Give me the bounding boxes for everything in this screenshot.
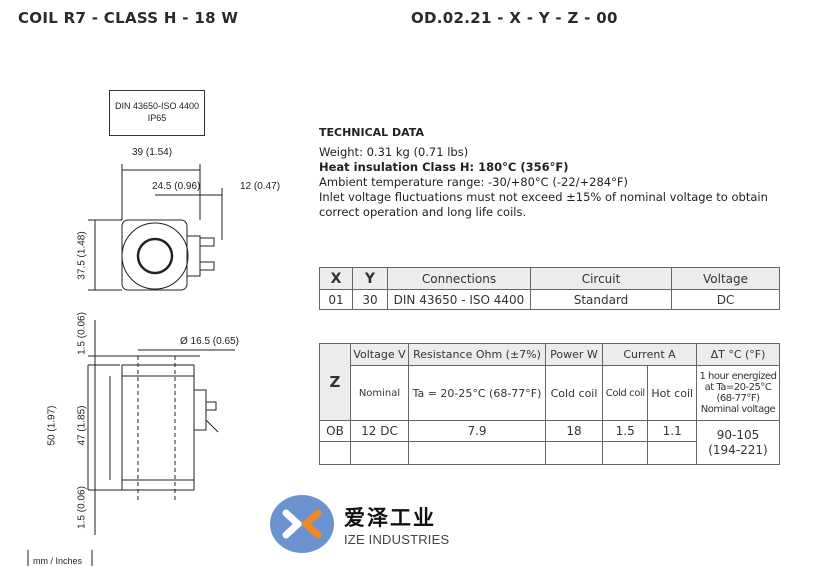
side-terminal: [205, 401, 217, 411]
dim-245-label: 24.5 (0.96): [152, 181, 201, 192]
dim-15-top-label: 1.5 (0.06): [76, 312, 88, 355]
table-row: 01 30 DIN 43650 - ISO 4400 Standard DC: [319, 289, 780, 310]
col-voltage-header: Voltage V: [350, 343, 409, 366]
sub-nominal: Nominal: [350, 365, 409, 421]
weight-text: Weight: 0.31 kg (0.71 lbs): [319, 145, 469, 159]
inlet-text-2: correct operation and long life coils.: [319, 205, 527, 219]
cell-current-hot: 1.1: [647, 420, 697, 442]
coil-outer-ring: [121, 222, 189, 290]
empty-cell: [647, 441, 697, 465]
sub-current-cold-coil: Cold coil: [601, 365, 649, 421]
cell-dt-c: 90-105: [716, 427, 760, 442]
empty-cell: [408, 441, 546, 465]
terminal-1: [199, 237, 215, 247]
col-y-header: Y: [352, 267, 388, 290]
connection-table: X Y Connections Circuit Voltage 01 30 DI…: [319, 267, 780, 310]
cell-voltage: DC: [671, 289, 780, 310]
dim-165-label: Ø 16.5 (0.65): [180, 336, 239, 347]
cell-voltage: 12 DC: [350, 420, 409, 442]
col-resistance-header: Resistance Ohm (±7%): [408, 343, 546, 366]
sub-dt-line: 1 hour energized: [699, 371, 777, 382]
cell-y: 30: [352, 289, 388, 310]
sub-dt-line: Nominal voltage: [700, 404, 776, 415]
coil-bore: [136, 237, 174, 275]
sub-dt-line: (68-77°F): [716, 393, 760, 404]
empty-cell: [350, 441, 409, 465]
insulation-text: Heat insulation Class H: 180°C (356°F): [319, 160, 569, 174]
table-subheader-row: Nominal Ta = 20-25°C (68-77°F) Cold coil…: [320, 365, 780, 421]
cell-dt: 90-105 (194-221): [696, 420, 780, 465]
col-connections-header: Connections: [387, 267, 531, 290]
col-x-header: X: [319, 267, 353, 290]
connector-block: [186, 235, 201, 277]
protection-rating-label: IP65: [147, 113, 167, 123]
table-header-row: X Y Connections Circuit Voltage: [319, 267, 780, 290]
sub-power-cold-coil: Cold coil: [545, 365, 603, 421]
col-voltage-header: Voltage: [671, 267, 780, 290]
connector-standard-label: DIN 43650-ISO 4400: [114, 101, 200, 111]
terminal-2: [199, 261, 215, 271]
brand-name-cn: 爱泽工业: [344, 506, 436, 530]
sub-ta: Ta = 20-25°C (68-77°F): [408, 365, 546, 421]
inlet-text-1: Inlet voltage fluctuations must not exce…: [319, 190, 768, 204]
ambient-text: Ambient temperature range: -30/+80°C (-2…: [319, 175, 628, 189]
cell-current-cold: 1.5: [601, 420, 649, 442]
ize-logo-icon: [270, 495, 334, 553]
units-label: mm / Inches: [33, 556, 83, 566]
brand-name-en: IZE INDUSTRIES: [344, 532, 450, 547]
cell-connections: DIN 43650 - ISO 4400: [387, 289, 531, 310]
dim-39-label: 39 (1.54): [132, 147, 173, 158]
sub-current-hot-coil: Hot coil: [647, 365, 697, 421]
col-dt-header: ΔT °C (°F): [696, 343, 780, 366]
dim-12-label: 12 (0.47): [240, 181, 281, 192]
col-power-header: Power W: [545, 343, 603, 366]
dim-15-bottom-label: 1.5 (0.06): [76, 486, 88, 529]
table-row-empty: [319, 441, 780, 465]
table-row: OB 12 DC 7.9 18 1.5 1.1 90-105 (194-221): [319, 420, 780, 465]
technical-data-title: TECHNICAL DATA: [319, 126, 424, 139]
electrical-table: Z Voltage V Resistance Ohm (±7%) Power W…: [319, 343, 780, 465]
side-terminal-pin: [205, 419, 219, 433]
cell-code: OB: [319, 420, 351, 442]
cell-dt-f: (194-221): [708, 442, 768, 457]
connector-label-box: DIN 43650-ISO 4400 IP65: [109, 90, 205, 136]
technical-data-section: TECHNICAL DATA Weight: 0.31 kg (0.71 lbs…: [319, 126, 799, 220]
cell-x: 01: [319, 289, 353, 310]
sub-dt-conditions: 1 hour energized at Ta=20-25°C (68-77°F)…: [696, 365, 780, 421]
col-circuit-header: Circuit: [530, 267, 672, 290]
z-label: Z: [319, 343, 351, 421]
empty-cell: [319, 441, 351, 465]
dim-375-label: 37.5 (1.48): [76, 231, 88, 280]
dim-47-label: 47 (1.85): [76, 405, 88, 446]
table-header-row: Z Voltage V Resistance Ohm (±7%) Power W…: [319, 343, 780, 421]
sub-dt-line: at Ta=20-25°C: [704, 382, 772, 393]
coil-technical-drawing: [27, 164, 235, 566]
cell-resistance: 7.9: [408, 420, 546, 442]
cell-circuit: Standard: [530, 289, 672, 310]
order-code: OD.02.21 - X - Y - Z - 00: [411, 9, 618, 27]
cell-power: 18: [545, 420, 603, 442]
dim-50-label: 50 (1.97): [46, 405, 58, 446]
empty-cell: [601, 441, 649, 465]
page-title: COIL R7 - CLASS H - 18 W: [18, 9, 239, 27]
empty-cell: [545, 441, 603, 465]
col-current-header: Current A: [602, 343, 697, 366]
side-connector: [193, 389, 207, 431]
coil-body-side: [121, 364, 195, 491]
